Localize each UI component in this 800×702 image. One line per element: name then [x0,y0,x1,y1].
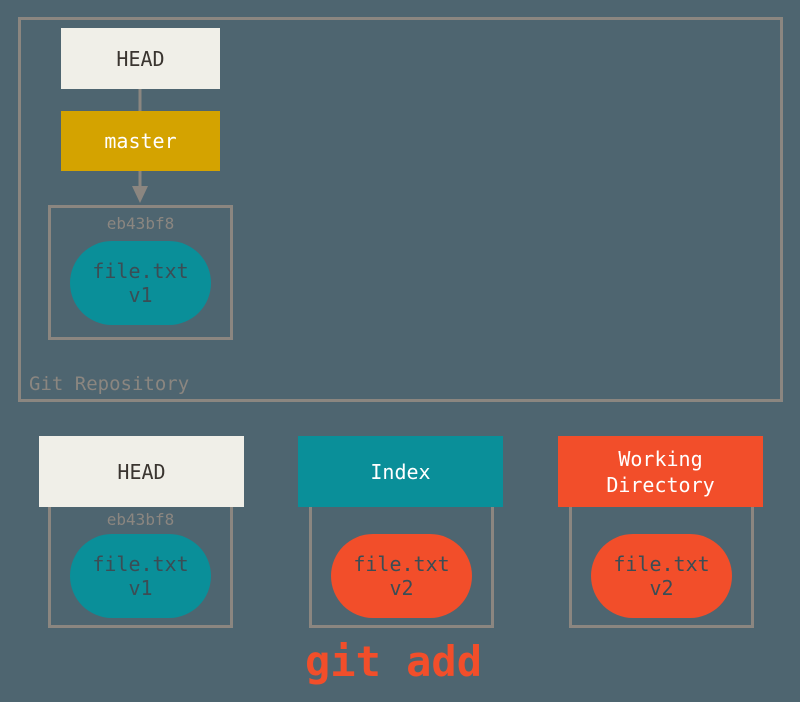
index-tree-file-blob: file.txt v2 [331,534,472,618]
working-directory-title-line1: Working [618,446,703,471]
commit-file-version: v1 [128,283,153,307]
master-branch-box: master [61,111,220,171]
arrow-head-icon [132,186,148,203]
index-tree-title: Index [298,436,503,507]
commit-box [48,205,233,340]
git-repository-frame [18,17,783,402]
head-tree-file-name: file.txt [92,552,189,576]
working-directory-file-version: v2 [649,576,674,600]
head-tree-file-version: v1 [128,576,153,600]
working-directory-file-name: file.txt [613,552,710,576]
repo-head-box: HEAD [61,28,220,89]
head-tree-hash: eb43bf8 [106,510,175,529]
index-tree-file-name: file.txt [353,552,450,576]
master-branch-label: master [104,129,177,153]
commit-hash: eb43bf8 [106,214,175,233]
working-directory-file-blob: file.txt v2 [591,534,732,618]
working-directory-tree-title: Working Directory [558,436,763,507]
repo-head-label: HEAD [116,46,165,71]
head-tree-file-blob: file.txt v1 [70,534,211,618]
index-tree-file-version: v2 [389,576,414,600]
working-directory-title-line2: Directory [606,472,715,497]
git-command-label: git add [305,637,483,686]
head-tree-title: HEAD [39,436,244,507]
git-repository-label: Git Repository [29,373,190,395]
head-tree-title-label: HEAD [117,459,166,484]
commit-file-blob: file.txt v1 [70,241,211,325]
commit-file-name: file.txt [92,259,189,283]
index-tree-title-label: Index [370,459,431,484]
